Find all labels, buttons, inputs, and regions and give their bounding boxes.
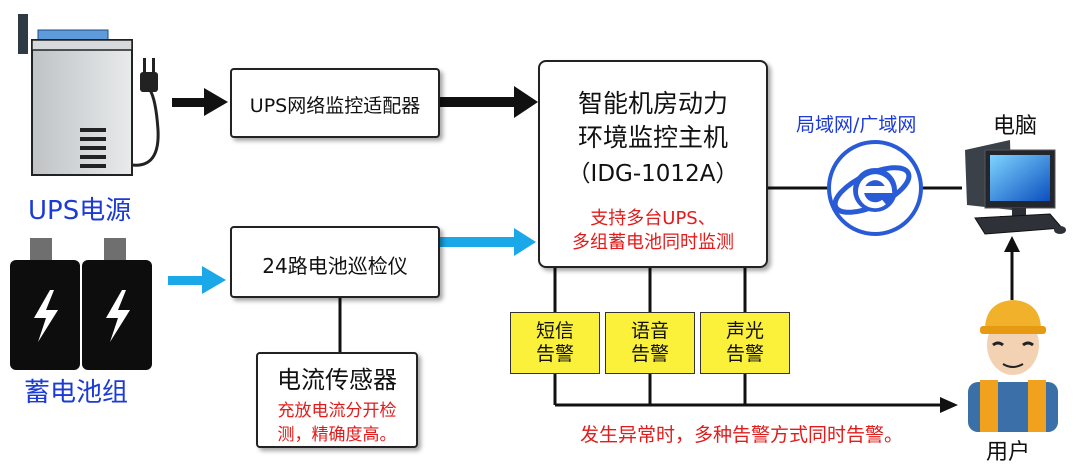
sms-alarm-line2: 告警 <box>535 343 574 365</box>
inspector-label: 24路电池巡检仪 <box>262 254 408 278</box>
current-sensor-box: 电流传感器 充放电流分开检 测，精确度高。 <box>256 352 418 448</box>
ups-device-icon <box>18 14 133 176</box>
desktop-computer-icon <box>965 140 1066 235</box>
voice-alarm-line1: 语音 <box>630 320 669 342</box>
computer-label: 电脑 <box>993 114 1038 139</box>
ups-label: UPS电源 <box>28 196 132 226</box>
voice-alarm-line2: 告警 <box>630 343 669 365</box>
user-label: 用户 <box>986 440 1031 465</box>
arrow-inspector-to-host <box>440 228 536 256</box>
arrow-ups-to-adapter <box>172 88 228 116</box>
host-title-line2: 环境监控主机 <box>577 123 728 152</box>
arrow-battery-to-inspector <box>168 266 226 294</box>
voice-alarm-box: 语音 告警 <box>605 312 695 374</box>
sensor-title: 电流传感器 <box>277 366 397 394</box>
light-alarm-line2: 告警 <box>725 343 764 365</box>
battery-pack-icon <box>10 238 152 370</box>
sms-alarm-box: 短信 告警 <box>510 312 600 374</box>
sensor-note-line2: 测，精确度高。 <box>277 425 397 445</box>
host-note-line2: 多组蓄电池同时监测 <box>572 232 734 253</box>
adapter-label: UPS网络监控适配器 <box>249 95 421 117</box>
arrow-alarms-to-user <box>555 397 958 413</box>
adapter-box: UPS网络监控适配器 <box>230 68 440 138</box>
sms-alarm-line1: 短信 <box>535 320 574 342</box>
arrow-adapter-to-host <box>440 86 538 118</box>
arrow-user-to-computer <box>1004 236 1020 300</box>
internet-globe-icon <box>827 140 923 236</box>
light-alarm-line1: 声光 <box>725 320 764 342</box>
battery-label: 蓄电池组 <box>24 378 129 408</box>
light-alarm-box: 声光 告警 <box>700 312 790 374</box>
power-plug-icon <box>131 58 160 167</box>
host-title-line1: 智能机房动力 <box>577 89 728 118</box>
worker-user-icon <box>968 300 1058 432</box>
host-note-line1: 支持多台UPS、 <box>590 208 716 229</box>
sensor-note-line1: 充放电流分开检 <box>277 401 397 421</box>
battery-inspector-box: 24路电池巡检仪 <box>230 226 440 298</box>
monitoring-host-box: 智能机房动力 环境监控主机 （IDG-1012A） 支持多台UPS、 多组蓄电池… <box>538 60 768 268</box>
network-label: 局域网/广域网 <box>796 114 917 136</box>
host-model: （IDG-1012A） <box>567 161 739 187</box>
alarm-note: 发生异常时，多种告警方式同时告警。 <box>580 424 904 446</box>
